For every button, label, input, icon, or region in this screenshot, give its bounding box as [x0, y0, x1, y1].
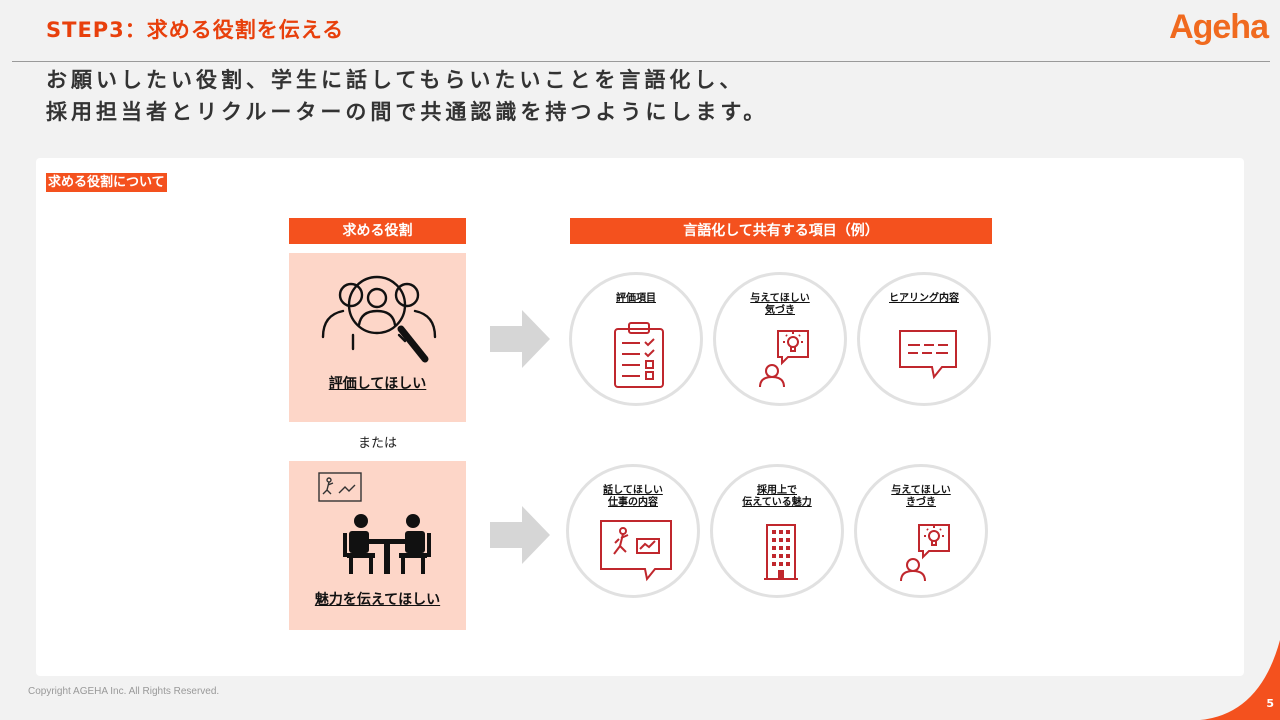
idea-person-icon: [900, 524, 950, 582]
or-text: または: [357, 436, 397, 451]
subtitle-line-1: お願いしたい役割、学生に話してもらいたいことを言語化し、: [46, 68, 745, 92]
page-subtitle: お願いしたい役割、学生に話してもらいたいことを言語化し、 採用担当者とリクルータ…: [46, 64, 768, 128]
ageha-logo: Ageha: [1169, 8, 1269, 46]
item-label-evaluation: 評価項目: [616, 293, 656, 304]
page-title: STEP3：求める役割を伝える: [46, 18, 345, 42]
arrow-right-icon: [490, 310, 550, 368]
idea-person-icon: [759, 330, 809, 388]
subtitle-line-2: 採用担当者とリクルーターの間で共通認識を持つようにします。: [46, 100, 769, 124]
item-label-insight: 与えてほしい 気づき: [750, 293, 810, 316]
role-card-appeal: 魅力を伝えてほしい: [289, 461, 466, 630]
arrow-right-icon: [490, 506, 550, 564]
corner-decoration: [1200, 640, 1280, 720]
section-tag: 求める役割について: [46, 173, 167, 192]
item-circle-hearing: ヒアリング内容: [857, 272, 991, 406]
item-label-appeal-points: 採用上で 伝えている魅力: [742, 485, 812, 508]
speech-bubble-icon: [899, 330, 957, 380]
items-header: 言語化して共有する項目（例）: [570, 218, 992, 244]
title-divider: [12, 61, 1270, 62]
office-building-icon: [764, 524, 798, 580]
item-circle-appeal-points: 採用上で 伝えている魅力: [710, 464, 844, 598]
interviewer-search-icon: [321, 275, 437, 363]
meeting-icon: [343, 514, 431, 574]
item-circle-job-content: 話してほしい 仕事の内容: [566, 464, 700, 598]
checklist-icon: [614, 322, 664, 388]
copyright: Copyright AGEHA Inc. All Rights Reserved…: [28, 686, 220, 697]
whiteboard-icon: [318, 472, 362, 502]
item-label-hearing: ヒアリング内容: [889, 293, 959, 304]
item-label-job-content: 話してほしい 仕事の内容: [603, 485, 663, 508]
presentation-bubble-icon: [600, 520, 672, 582]
role-card-evaluate: 評価してほしい: [289, 253, 466, 422]
item-label-insight-2: 与えてほしい きづき: [891, 485, 951, 508]
role-label-appeal: 魅力を伝えてほしい: [314, 592, 441, 608]
role-header: 求める役割: [289, 218, 466, 244]
item-circle-evaluation: 評価項目: [569, 272, 703, 406]
role-label-evaluate: 評価してほしい: [328, 376, 427, 392]
item-circle-insight: 与えてほしい 気づき: [713, 272, 847, 406]
page-number: 5: [1266, 697, 1274, 710]
item-circle-insight-2: 与えてほしい きづき: [854, 464, 988, 598]
